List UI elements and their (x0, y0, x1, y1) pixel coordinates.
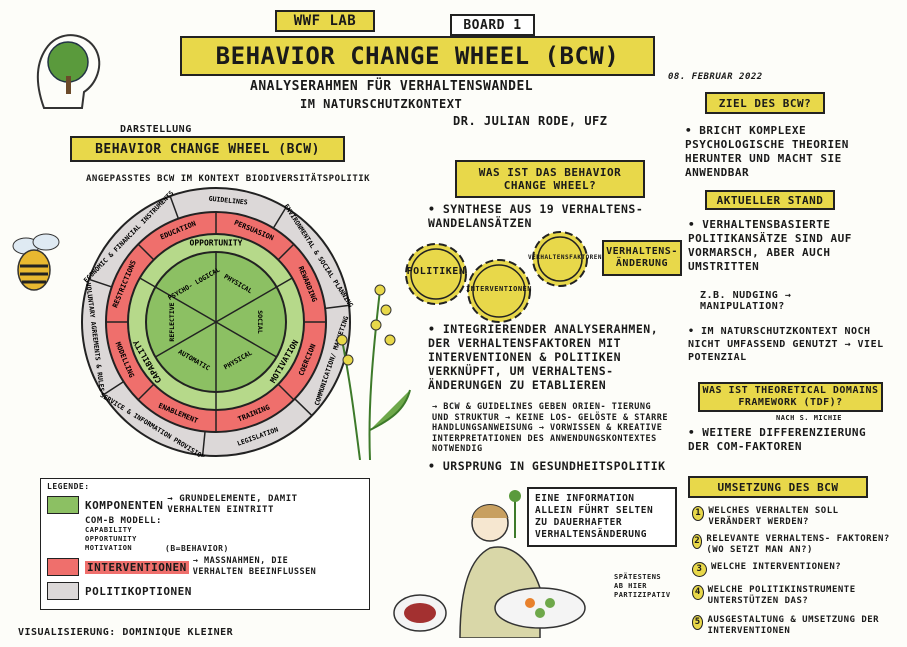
legend-comb-b: (B=BEHAVIOR) (165, 544, 229, 553)
legend-komponenten-desc: → GRUNDELEMENTE, DAMIT VERHALTEN EINTRIT… (167, 494, 298, 515)
step-2: 2 RELEVANTE VERHALTENS- FAKTOREN? (WO SE… (692, 534, 897, 556)
footer-credit: VISUALISIERUNG: DOMINIQUE KLEINER (18, 627, 234, 638)
ursprung-text: • URSPRUNG IN GESUNDHEITSPOLITIK (428, 459, 666, 473)
author-label: DR. JULIAN RODE, UFZ (453, 114, 608, 128)
step-text: RELEVANTE VERHALTENS- FAKTOREN? (WO SETZ… (706, 534, 890, 555)
tdf-banner: WAS IST THEORETICAL DOMAINS FRAMEWORK (T… (698, 382, 883, 412)
policy-label: GUIDELINES (208, 195, 248, 207)
legend-swatch-politik (47, 582, 79, 600)
step-4: 4 WELCHE POLITIKINSTRUMENTE UNTERSTÜTZEN… (692, 585, 897, 607)
outer-spoke (325, 304, 350, 310)
subtitle-line2: im NATURSCHUTZKONTEXT (300, 97, 463, 111)
ziel-banner: ZIEL DES BCW? (705, 92, 825, 114)
outer-spoke (88, 278, 112, 288)
core-label: REFLECTIVE (168, 302, 176, 341)
intervention-spoke (277, 243, 295, 261)
speech-bubble: EINE INFORMATION ALLEIN FÜHRT SELTEN ZU … (527, 487, 677, 547)
core-spoke (155, 286, 217, 323)
wwf-lab-banner: WWF LAB (275, 10, 375, 32)
step-1: 1 WELCHES VERHALTEN SOLL VERÄNDERT WERDE… (692, 506, 897, 528)
legend-row-politik: POLITIKOPTIONEN (47, 582, 363, 600)
legend-comb-title: COM-B MODELL: (85, 516, 162, 526)
core-spoke (155, 321, 217, 358)
step-3: 3 WELCHE INTERVENTIONEN? (692, 562, 897, 577)
com-b-label: OPPORTUNITY (190, 239, 243, 248)
gear-label-verhaltensfaktoren: VERHALTENSFAKTOREN (528, 254, 603, 261)
outer-spoke (169, 195, 180, 219)
tdf-note: nach S. MICHIE (776, 414, 843, 422)
legend-interventionen-label: INTERVENTIONEN (85, 560, 189, 574)
page-title: BEHAVIOR CHANGE WHEEL (BCW) (180, 36, 655, 76)
analyserahmen-text: • INTEGRIERENDER ANALYSERAHMEN, DER VERH… (428, 322, 659, 392)
gear-verhaltensfaktoren (527, 226, 593, 292)
bcw-banner: BEHAVIOR CHANGE WHEEL (BCW) (70, 136, 345, 162)
step-text: WELCHES VERHALTEN SOLL VERÄNDERT WERDEN? (708, 506, 839, 527)
legend-comb-items: CAPABILITY OPPORTUNITY MOTIVATION (85, 526, 137, 552)
legend-komponenten-label: KOMPONENTEN (85, 498, 164, 512)
nudging-text: z.B. NUDGING → MANIPULATION? (700, 290, 792, 312)
outer-spoke (294, 398, 313, 417)
legend-interventionen-desc: → MAßNAHMEN, DIE VERHALTEN BEEINFLUSSEN (192, 556, 317, 577)
legend-row-komponenten: KOMPONENTEN → GRUNDELEMENTE, DAMIT VERHA… (47, 494, 363, 516)
person-illustration (390, 488, 600, 639)
core-spoke (215, 286, 277, 323)
legend-swatch-interventionen (47, 558, 79, 576)
umsetzung-banner: UMSETZUNG DES BCW (688, 476, 868, 498)
band-spoke (139, 277, 156, 288)
umsetzung-steps: 1 WELCHES VERHALTEN SOLL VERÄNDERT WERDE… (692, 506, 897, 637)
core-spoke (215, 321, 277, 358)
tdf-text: • WEITERE DIFFERENZIERUNG DER COM-FAKTOR… (688, 426, 867, 453)
outer-spoke (272, 207, 287, 229)
legend-title: LEGENDE: (47, 482, 90, 491)
gear-interventionen (460, 252, 538, 330)
ziel-text: • BRICHT KOMPLEXE PSYCHOLOGISCHE THEORIE… (685, 124, 849, 179)
legend-politik-label: POLITIKOPTIONEN (85, 584, 192, 598)
gear-label-politiken: POLITIKEN (406, 266, 466, 277)
stand-text: • VERHALTENSBASIERTE POLITIKANSÄTZE SIND… (688, 218, 852, 273)
intervention-spoke (137, 243, 155, 261)
was-ist-banner: WAS IST DAS BEHAVIOR CHANGE WHEEL? (455, 160, 645, 198)
step-text: AUSGESTALTUNG & UMSETZUNG DER INTERVENTI… (707, 615, 880, 636)
date-label: 08. Februar 2022 (668, 72, 763, 82)
bcw-note: ANGEPASSTES BCW IM KONTEXT BIODIVERSITÄT… (86, 174, 371, 184)
gear-label-interventionen: INTERVENTIONEN (465, 285, 532, 293)
subtitle-line1: ANALYSERAHMEN für VERHALTENSWANDEL (250, 79, 534, 94)
legend-comb: COM-B MODELL: CAPABILITY OPPORTUNITY MOT… (85, 516, 363, 553)
step-number: 3 (692, 562, 707, 577)
core-label: SOCIAL (256, 310, 264, 334)
intervention-spoke (137, 383, 155, 401)
band-spoke (276, 277, 293, 288)
bee-illustration (8, 228, 68, 298)
guidelines-text: → BCW & GUIDELINES GEBEN ORIEN- TIERUNG … (432, 402, 668, 454)
legend-swatch-komponenten (47, 496, 79, 514)
gear-politiken (398, 236, 474, 312)
stand-banner: AKTUELLER STAND (705, 190, 835, 210)
legend: LEGENDE: KOMPONENTEN → GRUNDELEMENTE, DA… (40, 478, 370, 610)
legend-row-interventionen: INTERVENTIONEN → MAßNAHMEN, DIE VERHALTE… (47, 556, 363, 578)
outer-spoke (201, 431, 206, 456)
board-label: BOARD 1 (450, 14, 535, 36)
darstellung-label: DARSTELLUNG (120, 124, 192, 135)
intervention-spoke (277, 383, 295, 401)
kontext-text: • IM NATURSCHUTZKONTEXT NOCH NICHT UMFAS… (688, 326, 884, 363)
flowers-illustration (330, 270, 415, 461)
step-number: 2 (692, 534, 703, 549)
step-number: 5 (692, 615, 704, 630)
outer-spoke (103, 381, 125, 396)
partizipativ-note: SPÄTESTENS AB HIER PARTIZIPATIV (614, 573, 671, 599)
step-number: 1 (692, 506, 705, 521)
step-text: WELCHE INTERVENTIONEN? (711, 562, 842, 572)
verhaltensaenderung-box: VERHALTENS- ÄNDERUNG (602, 240, 682, 276)
tree-logo (26, 26, 106, 111)
step-number: 4 (692, 585, 704, 600)
step-5: 5 AUSGESTALTUNG & UMSETZUNG DER INTERVEN… (692, 615, 897, 637)
synthese-text: • SYNTHESE AUS 19 VERHALTENS- WANDELANSÄ… (428, 202, 644, 230)
step-text: WELCHE POLITIKINSTRUMENTE UNTERSTÜTZEN D… (707, 585, 856, 606)
